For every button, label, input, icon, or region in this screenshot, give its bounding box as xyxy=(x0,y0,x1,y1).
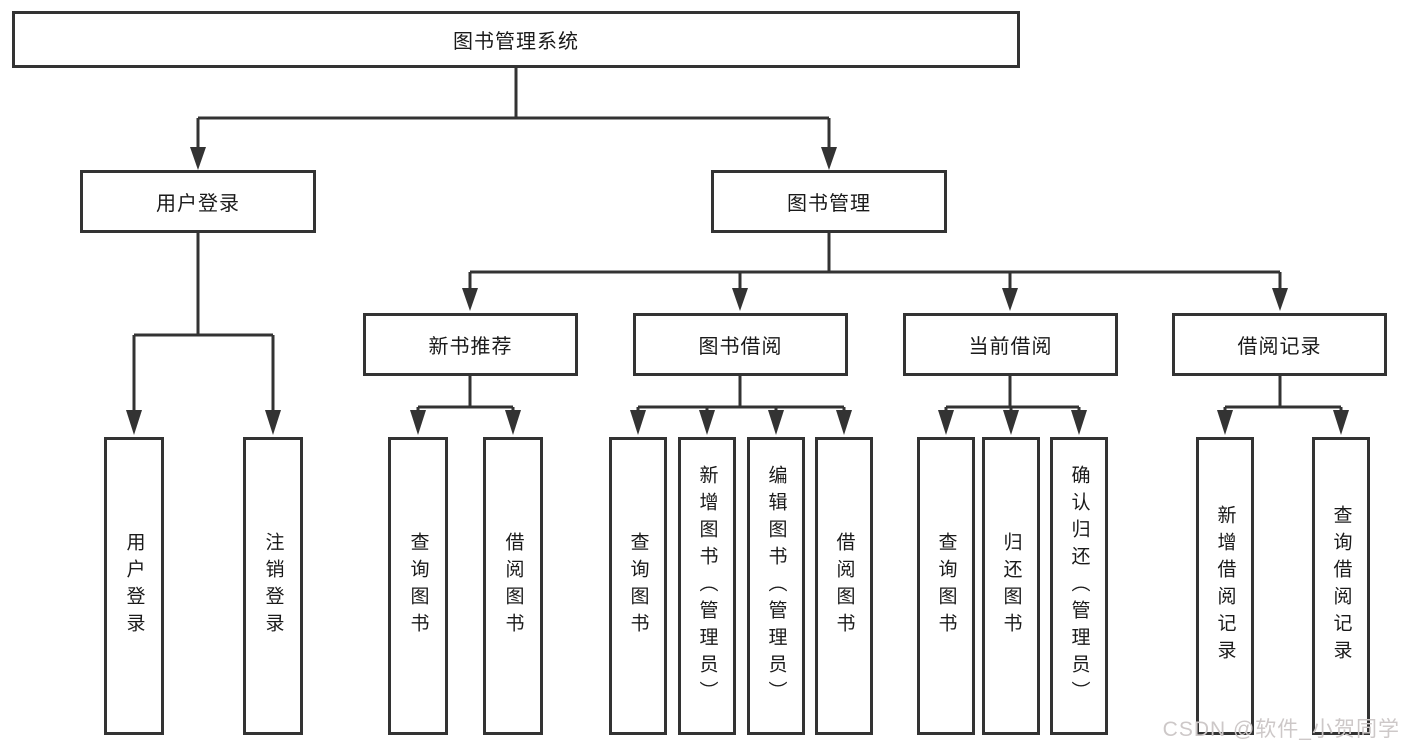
leaf-query-books-borrow: 查询图书 xyxy=(609,437,667,735)
connector-book-management xyxy=(468,233,1282,290)
leaf-query-books-recommend: 查询图书 xyxy=(388,437,448,735)
arrowhead xyxy=(768,410,784,435)
leaf-add-book-admin-label: 新增图书（管理员） xyxy=(696,464,718,708)
leaf-return-book: 归还图书 xyxy=(982,437,1040,735)
leaf-query-books-current: 查询图书 xyxy=(917,437,975,735)
connector-user-login xyxy=(132,233,275,412)
arrowhead xyxy=(1003,410,1019,435)
node-user-login-label: 用户登录 xyxy=(156,193,240,215)
arrowhead xyxy=(126,410,142,435)
leaf-query-books-borrow-label: 查询图书 xyxy=(627,532,649,640)
arrowhead xyxy=(1002,288,1018,311)
leaf-edit-book-admin: 编辑图书（管理员） xyxy=(747,437,805,735)
arrowhead xyxy=(732,288,748,311)
node-book-management: 图书管理 xyxy=(711,170,947,233)
leaf-borrow-books-recommend-label: 借阅图书 xyxy=(502,532,524,640)
leaf-user-login-label: 用户登录 xyxy=(123,532,145,640)
arrowhead xyxy=(505,410,521,435)
node-current-borrow: 当前借阅 xyxy=(903,313,1118,376)
arrowhead xyxy=(410,410,426,435)
leaf-add-borrow-record-label: 新增借阅记录 xyxy=(1214,505,1236,667)
arrowhead xyxy=(938,410,954,435)
leaf-confirm-return-admin: 确认归还（管理员） xyxy=(1050,437,1108,735)
connector-root xyxy=(196,68,831,149)
leaf-logout: 注销登录 xyxy=(243,437,303,735)
leaf-query-borrow-record-label: 查询借阅记录 xyxy=(1330,505,1352,667)
arrowhead xyxy=(1217,410,1233,435)
node-library-system: 图书管理系统 xyxy=(12,11,1020,68)
connector-current-borrow xyxy=(944,376,1081,412)
arrowhead xyxy=(630,410,646,435)
connector-borrow-records xyxy=(1223,376,1343,412)
node-user-login: 用户登录 xyxy=(80,170,316,233)
leaf-return-book-label: 归还图书 xyxy=(1000,532,1022,640)
leaf-add-borrow-record: 新增借阅记录 xyxy=(1196,437,1254,735)
connector-book-borrow xyxy=(636,376,846,412)
arrowhead xyxy=(1333,410,1349,435)
leaf-borrow-books-label: 借阅图书 xyxy=(833,532,855,640)
arrowhead xyxy=(462,288,478,311)
node-book-management-label: 图书管理 xyxy=(787,193,871,215)
arrowhead xyxy=(821,147,837,170)
arrowhead xyxy=(836,410,852,435)
arrowhead xyxy=(265,410,281,435)
node-new-book-recommend: 新书推荐 xyxy=(363,313,578,376)
node-book-borrow-label: 图书借阅 xyxy=(698,336,783,358)
leaf-borrow-books: 借阅图书 xyxy=(815,437,873,735)
leaf-query-books-current-label: 查询图书 xyxy=(935,532,957,640)
arrowhead xyxy=(1071,410,1087,435)
csdn-watermark: CSDN @软件_小贺同学 xyxy=(1162,718,1400,741)
leaf-confirm-return-admin-label: 确认归还（管理员） xyxy=(1068,464,1090,708)
leaf-query-borrow-record: 查询借阅记录 xyxy=(1312,437,1370,735)
node-new-book-recommend-label: 新书推荐 xyxy=(428,336,513,358)
leaf-user-login: 用户登录 xyxy=(104,437,164,735)
node-borrow-records: 借阅记录 xyxy=(1172,313,1387,376)
arrowhead xyxy=(699,410,715,435)
node-book-borrow: 图书借阅 xyxy=(633,313,848,376)
leaf-borrow-books-recommend: 借阅图书 xyxy=(483,437,543,735)
node-current-borrow-label: 当前借阅 xyxy=(968,336,1053,358)
node-borrow-records-label: 借阅记录 xyxy=(1237,336,1322,358)
connector-new-book xyxy=(416,376,515,412)
leaf-add-book-admin: 新增图书（管理员） xyxy=(678,437,736,735)
leaf-logout-label: 注销登录 xyxy=(262,532,284,640)
arrowhead xyxy=(190,147,206,170)
leaf-query-books-recommend-label: 查询图书 xyxy=(407,532,429,640)
node-library-system-label: 图书管理系统 xyxy=(453,31,579,53)
leaf-edit-book-admin-label: 编辑图书（管理员） xyxy=(765,464,787,708)
arrowhead xyxy=(1272,288,1288,311)
